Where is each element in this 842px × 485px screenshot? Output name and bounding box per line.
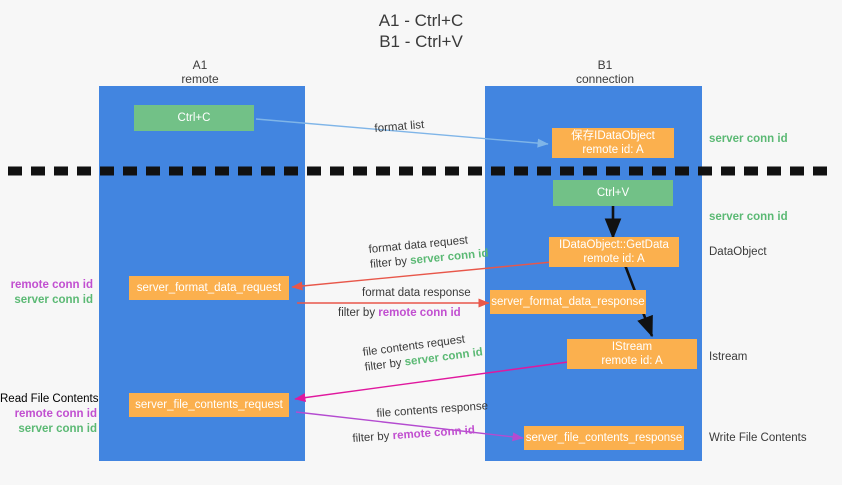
filter-prefix: filter by bbox=[338, 307, 379, 319]
right-label-dataobject: DataObject bbox=[709, 246, 767, 258]
node-istream-line2: remote id: A bbox=[601, 355, 663, 367]
left-label-remote-conn-id-1: remote conn id bbox=[10, 279, 93, 291]
node-save-idataobject-line2: remote id: A bbox=[582, 144, 644, 156]
page-subtitle: B1 - Ctrl+V bbox=[379, 32, 463, 51]
edge-label-format-list-text: format list bbox=[374, 119, 425, 135]
edge-label-file-contents-response: file contents response bbox=[376, 399, 489, 422]
node-server-format-data-response-label: server_format_data_response bbox=[491, 296, 645, 308]
node-istream-line1: IStream bbox=[611, 341, 653, 353]
node-ctrl-v[interactable]: Ctrl+V bbox=[553, 180, 673, 206]
node-idataobject-getdata-line1: IDataObject::GetData bbox=[559, 239, 669, 251]
page-title: A1 - Ctrl+C bbox=[378, 11, 464, 30]
node-idataobject-getdata[interactable]: IDataObject::GetData remote id: A bbox=[549, 237, 679, 267]
filter-prefix: filter by bbox=[369, 255, 411, 271]
filter-value-remote-conn-id: remote conn id bbox=[378, 307, 461, 319]
left-label-server-conn-id-1: server conn id bbox=[14, 294, 93, 306]
filter-prefix: filter by bbox=[364, 356, 406, 374]
node-save-idataobject[interactable]: 保存IDataObject remote id: A bbox=[552, 128, 674, 158]
node-server-format-data-response[interactable]: server_format_data_response bbox=[490, 290, 646, 314]
edge-label-file-contents-response-filter: filter by remote conn id bbox=[352, 423, 475, 447]
node-save-idataobject-line1: 保存IDataObject bbox=[571, 130, 655, 142]
filter-prefix: filter by bbox=[352, 430, 394, 445]
node-server-file-contents-request-label: server_file_contents_request bbox=[135, 399, 283, 411]
filter-value-remote-conn-id: remote conn id bbox=[392, 424, 476, 443]
left-label-read-file-contents-group: Read File Contents remote conn id server… bbox=[0, 392, 99, 437]
node-istream[interactable]: IStream remote id: A bbox=[567, 339, 697, 369]
left-label-read-file-contents: Read File Contents bbox=[0, 393, 99, 405]
node-server-file-contents-response[interactable]: server_file_contents_response bbox=[524, 426, 684, 450]
lane-b1-title-line2: connection bbox=[575, 72, 635, 86]
node-server-format-data-request[interactable]: server_format_data_request bbox=[129, 276, 289, 300]
node-ctrl-c-label: Ctrl+C bbox=[177, 112, 211, 124]
edge-label-file-contents-request: file contents request filter by server c… bbox=[362, 330, 484, 375]
edge-label-format-list: format list bbox=[374, 118, 425, 137]
lane-a1-title-line2: remote bbox=[181, 72, 219, 86]
lane-b1-title-line1: B1 bbox=[597, 58, 613, 72]
node-server-file-contents-request[interactable]: server_file_contents_request bbox=[129, 393, 289, 417]
left-label-remote-conn-id-2: remote conn id bbox=[14, 408, 97, 420]
right-label-istream: Istream bbox=[709, 351, 748, 363]
edge-label-format-data-response-text: format data response bbox=[362, 287, 471, 299]
edge-label-format-data-request: format data request filter by server con… bbox=[368, 232, 489, 273]
left-label-server-conn-id-2: server conn id bbox=[18, 423, 97, 435]
node-server-file-contents-response-label: server_file_contents_response bbox=[525, 432, 683, 444]
edge-label-file-contents-response-text: file contents response bbox=[376, 400, 489, 420]
lane-a1-title-line1: A1 bbox=[192, 58, 208, 72]
right-label-server-conn-id-mid: server conn id bbox=[709, 211, 788, 223]
left-label-conn-ids-1: remote conn id server conn id bbox=[0, 278, 93, 308]
right-label-write-file-contents: Write File Contents bbox=[709, 432, 807, 444]
node-idataobject-getdata-line2: remote id: A bbox=[583, 253, 645, 265]
edge-label-format-data-response-filter: filter by remote conn id bbox=[338, 306, 461, 321]
edge-label-format-data-response: format data response bbox=[362, 286, 471, 301]
node-ctrl-c[interactable]: Ctrl+C bbox=[134, 105, 254, 131]
node-server-format-data-request-label: server_format_data_request bbox=[136, 282, 282, 294]
node-ctrl-v-label: Ctrl+V bbox=[596, 187, 630, 199]
right-label-server-conn-id-top: server conn id bbox=[709, 133, 788, 145]
